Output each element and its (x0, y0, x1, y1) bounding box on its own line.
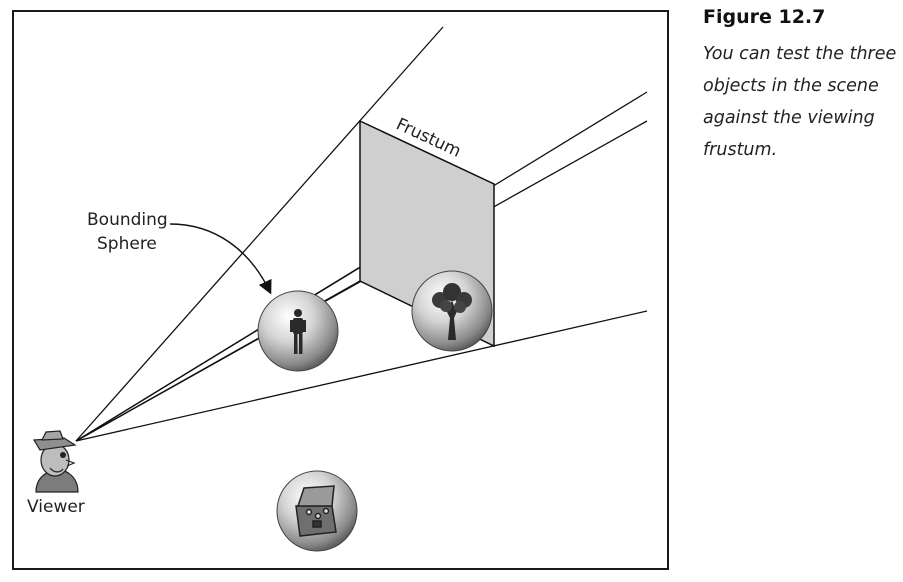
bounding-sphere-arrow (169, 223, 272, 295)
tree-sphere (411, 270, 493, 352)
viewer-label: Viewer (27, 497, 85, 517)
figure-caption: Figure 12.7 You can test the three objec… (703, 6, 898, 166)
bounding-sphere-label-line1: Bounding (87, 210, 168, 230)
viewer-person-icon (32, 430, 79, 493)
chest-sphere (276, 470, 358, 552)
tree-icon (432, 283, 472, 340)
figure-frame (12, 10, 669, 570)
standing-person-icon (290, 309, 306, 354)
figure-title: Figure 12.7 (703, 6, 826, 28)
figure-caption-text: You can test the three objects in the sc… (703, 44, 897, 160)
person-sphere (257, 290, 339, 372)
ray-bottom (75, 310, 648, 442)
ray-top (75, 26, 444, 442)
treasure-chest-icon (295, 485, 337, 537)
bounding-sphere-label-line2: Sphere (97, 234, 157, 254)
